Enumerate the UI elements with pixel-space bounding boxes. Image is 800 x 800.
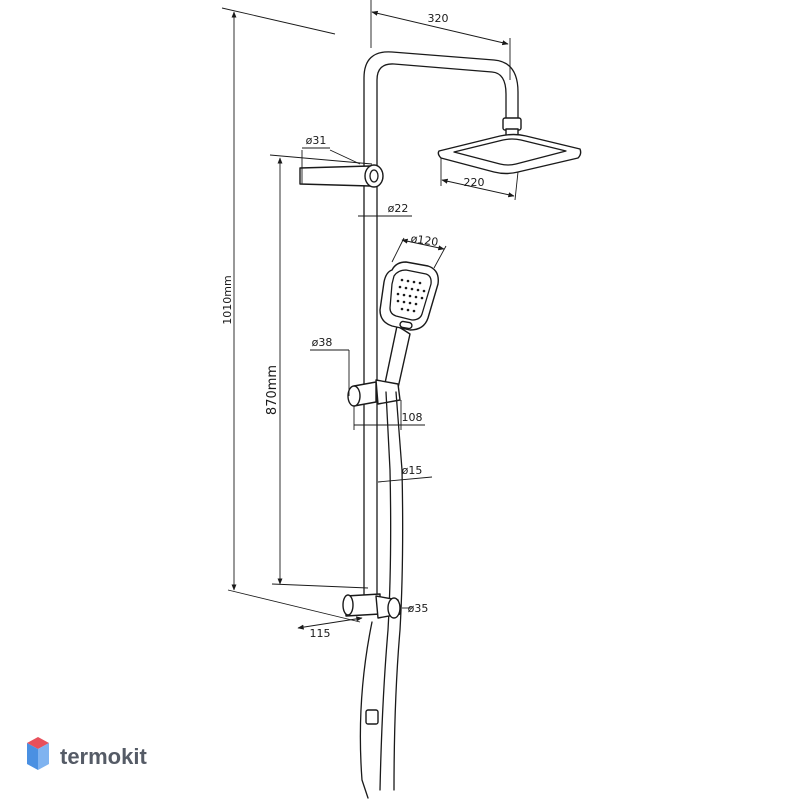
hose-dia-label: ø15 xyxy=(402,464,423,477)
top-bracket-dia-label: ø31 xyxy=(306,134,327,147)
slider-dia-label: ø38 xyxy=(312,336,333,349)
logo-text: termokit xyxy=(60,744,147,769)
slider-offset-label: 108 xyxy=(402,411,423,424)
slider-bracket: ø38 108 xyxy=(310,336,425,430)
bottom-wall-bracket: ø35 115 xyxy=(298,594,428,640)
head-size-label: 220 xyxy=(464,176,485,189)
hand-shower-dia-label: ø120 xyxy=(410,232,439,249)
overall-height-label: 1010mm xyxy=(221,275,234,324)
overall-height-dimension: 1010mm xyxy=(221,8,360,622)
bottom-bracket-dia-label: ø35 xyxy=(408,602,429,615)
bottom-offset-label: 115 xyxy=(310,627,331,640)
rail-diameter-dimension: ø22 xyxy=(358,202,412,216)
arm-reach-label: 320 xyxy=(428,12,449,25)
termokit-logo: termokit xyxy=(27,737,147,770)
rail-height-dimension: 870mm xyxy=(265,155,372,588)
rain-shower-head: 220 xyxy=(438,135,580,201)
top-wall-bracket: ø31 xyxy=(300,134,383,187)
riser-rail xyxy=(364,52,518,612)
rail-dia-label: ø22 xyxy=(388,202,409,215)
hand-shower: ø120 xyxy=(380,232,446,388)
rail-height-label: 870mm xyxy=(265,365,280,415)
